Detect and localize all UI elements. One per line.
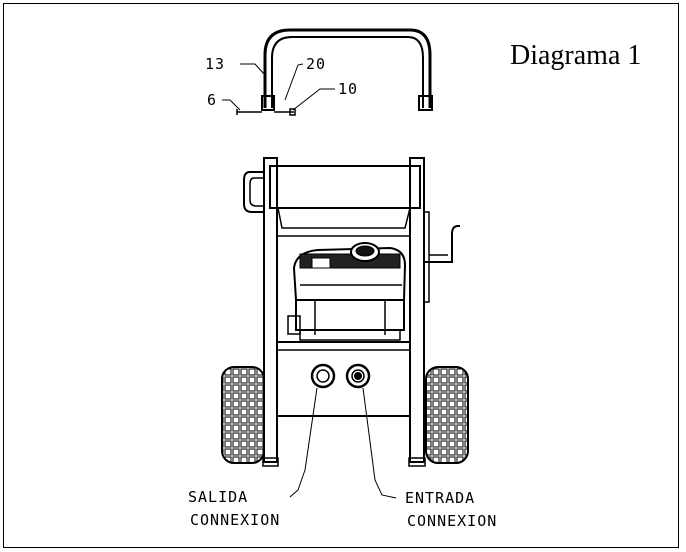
engine [287,242,407,341]
callout-13: 13 [205,55,226,73]
outlet-label-entrada: ENTRADA [405,489,476,507]
leader-lines [222,63,335,111]
outlet-label-entrada-connexion: CONNEXION [407,512,498,530]
callout-6: 6 [207,91,218,109]
frame [243,157,426,467]
bolt-6 [236,109,262,115]
tray [269,165,421,237]
pump-box [276,341,411,417]
outlet-leaders [289,387,397,499]
outlet-label-salida-connexion: CONNEXION [190,511,281,529]
callout-20: 20 [306,55,327,73]
diagram-title: Diagrama 1 [510,40,642,71]
callout-10: 10 [338,80,359,98]
nut-10 [274,108,296,116]
outlet-label-salida: SALIDA [188,488,249,506]
right-wheel [425,366,469,464]
left-wheel [221,366,265,464]
handle [261,28,433,111]
wand-holder [423,211,460,303]
